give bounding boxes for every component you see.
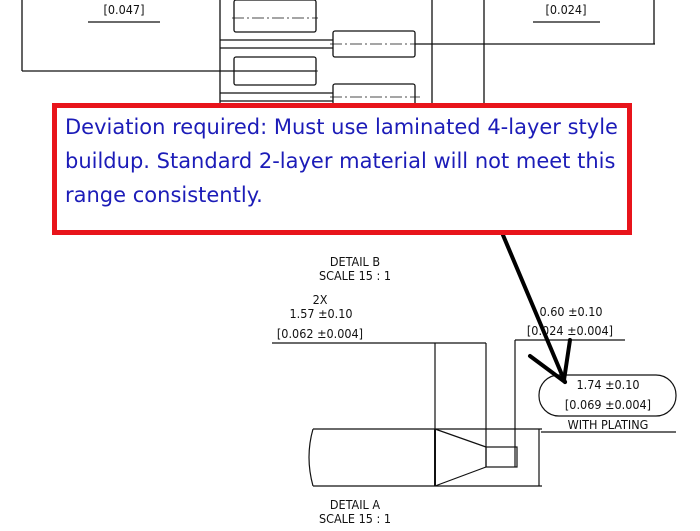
center-lines [232, 17, 420, 98]
top-view-connector [21, 0, 655, 139]
top-left-dim: [0.047] [104, 2, 145, 17]
tip-mm: 0.60 ±0.10 [539, 304, 602, 319]
callout-text: Deviation required: Must use laminated 4… [65, 115, 618, 207]
detail-a-scale: SCALE 15 : 1 [319, 511, 391, 526]
deviation-callout: Deviation required: Must use laminated 4… [52, 103, 632, 235]
chamfer-mm: 1.57 ±0.10 [289, 306, 352, 321]
detail-a-part [272, 339, 677, 487]
chamfer-in: [0.062 ±0.004] [277, 326, 363, 341]
thickness-in: [0.069 ±0.004] [565, 397, 651, 412]
chamfer-qty: 2X [313, 292, 328, 307]
top-right-dim: [0.024] [546, 2, 587, 17]
detail-b-title: DETAIL B [330, 254, 380, 269]
detail-a-title: DETAIL A [330, 497, 380, 512]
detail-b-scale: SCALE 15 : 1 [319, 268, 391, 283]
tip-in: [0.024 ±0.004] [527, 323, 613, 338]
callout-arrow-icon [498, 226, 572, 384]
thickness-mm: 1.74 ±0.10 [576, 377, 639, 392]
thickness-note: WITH PLATING [568, 417, 649, 432]
